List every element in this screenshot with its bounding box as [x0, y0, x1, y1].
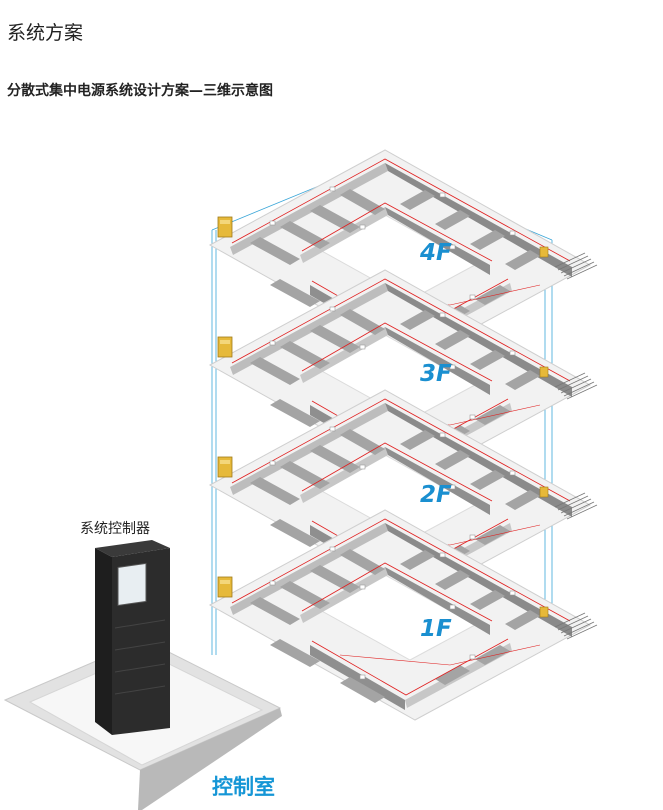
- floor-label-1F: 1F: [420, 616, 452, 642]
- floor-label-2F: 2F: [420, 482, 452, 508]
- control-room-label: 控制室: [212, 775, 275, 799]
- building-3d-diagram: [3, 149, 598, 810]
- floor-1F: [209, 509, 598, 721]
- page-title: 系统方案: [7, 22, 84, 44]
- page-subtitle: 分散式集中电源系统设计方案—三维示意图: [7, 83, 273, 99]
- system-controller-cabinet: [95, 540, 170, 735]
- floor-label-3F: 3F: [420, 361, 452, 387]
- controller-label: 系统控制器: [80, 521, 150, 537]
- floor-label-4F: 4F: [420, 240, 452, 266]
